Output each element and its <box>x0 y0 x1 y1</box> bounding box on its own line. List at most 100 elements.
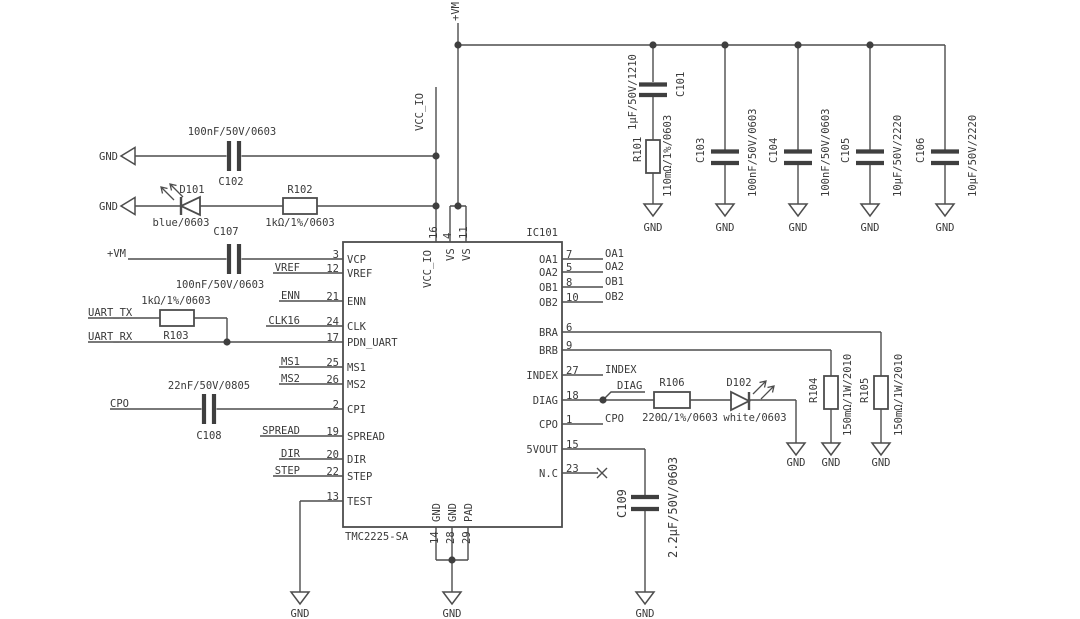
gnd-arrow-icon <box>787 203 809 218</box>
component-name: C105 <box>840 138 852 163</box>
junction-dot <box>448 556 456 564</box>
pin-number: 8 <box>566 277 572 289</box>
gnd-symbol: GND <box>634 591 656 619</box>
pin-number: 16 <box>428 226 440 239</box>
pin-name: CLK <box>347 321 367 333</box>
gnd-arrow-icon <box>934 203 956 218</box>
component-name: C102 <box>218 176 243 188</box>
gnd-arrow-icon <box>634 591 656 606</box>
pin-number: 24 <box>326 316 339 328</box>
pin-number: 28 <box>445 531 457 544</box>
pin-name: STEP <box>347 471 372 483</box>
gnd-arrow-icon <box>785 442 807 457</box>
component-value: white/0603 <box>723 412 786 424</box>
ic-refdes: IC101 <box>526 227 558 239</box>
component-name: R103 <box>163 330 188 342</box>
pin-name: MS2 <box>347 379 366 391</box>
junction-dot <box>721 41 729 49</box>
pin-name: INDEX <box>526 370 558 382</box>
gnd-arrow-icon <box>289 591 311 606</box>
pin-number: 23 <box>566 463 579 475</box>
component-value: 110mΩ/1%/0603 <box>662 115 674 197</box>
component-name: D102 <box>726 377 751 389</box>
junction-dot <box>794 41 802 49</box>
gnd-symbol: GND <box>99 146 136 166</box>
net-label-ms1: MS1 <box>281 356 300 368</box>
component-value: 150mΩ/1W/2010 <box>842 354 854 436</box>
pin-name: PAD <box>463 503 475 522</box>
component-value: 1kΩ/1%/0603 <box>141 295 211 307</box>
resistor-body <box>653 391 691 409</box>
pin-number: 7 <box>566 249 572 261</box>
net-label-dir: DIR <box>281 448 301 460</box>
capacitor-c108: 22nF/50V/0805 C108 <box>168 380 250 442</box>
pin-number: 1 <box>566 414 572 426</box>
resistor-body <box>159 309 195 327</box>
gnd-symbol: GND <box>714 203 736 234</box>
gnd-arrow-icon <box>119 196 136 216</box>
diode-triangle <box>730 390 752 412</box>
gnd-label: GND <box>787 457 806 469</box>
junction-dot <box>454 202 462 210</box>
gnd-arrow-icon <box>441 591 463 606</box>
pin-name: VCC_IO <box>422 250 434 288</box>
resistor-r105: R105 150mΩ/1W/2010 <box>859 354 905 436</box>
pin-name: GND <box>431 503 443 522</box>
resistor-r104: R104 150mΩ/1W/2010 <box>808 354 854 436</box>
pin-number: 2 <box>333 399 339 411</box>
wires <box>88 23 946 592</box>
pin-number: 20 <box>326 449 339 461</box>
capacitor-plates <box>931 149 959 166</box>
junction-dot <box>649 41 657 49</box>
capacitor-c104: C104 100nF/50V/0603 <box>768 108 832 197</box>
gnd-arrow-icon <box>642 203 664 218</box>
pin-number: 10 <box>566 292 579 304</box>
component-value: 1kΩ/1%/0603 <box>265 217 335 229</box>
diode-triangle <box>178 195 201 217</box>
pin-name: VS <box>461 248 473 261</box>
component-name: C101 <box>675 72 687 97</box>
component-value: blue/0603 <box>153 217 210 229</box>
ic-body <box>342 241 563 528</box>
pin-number: 4 <box>442 233 454 239</box>
pin-name: VS <box>445 248 457 261</box>
component-name: C103 <box>695 138 707 163</box>
junction-dot <box>432 202 440 210</box>
net-label-ms2: MS2 <box>281 373 300 385</box>
component-name: C104 <box>768 138 780 163</box>
pin-name: DIAG <box>533 395 558 407</box>
component-value: 10µF/50V/2220 <box>967 115 979 197</box>
pin-number: 18 <box>566 390 579 402</box>
component-value: 22nF/50V/0805 <box>168 380 250 392</box>
capacitor-c106: C106 10µF/50V/2220 <box>915 115 979 197</box>
component-value: 100nF/50V/0603 <box>820 108 832 197</box>
resistor-body <box>282 197 318 215</box>
gnd-label: GND <box>99 201 118 213</box>
gnd-label: GND <box>716 222 735 234</box>
net-label-step: STEP <box>275 465 300 477</box>
net-label-oa1: OA1 <box>605 248 624 260</box>
junction-dot <box>223 338 231 346</box>
pin-name: CPI <box>347 404 366 416</box>
gnd-label: GND <box>789 222 808 234</box>
resistor-r106: R106 220Ω/1%/0603 <box>642 377 718 424</box>
capacitor-c107: C107 100nF/50V/0603 <box>176 226 265 291</box>
pin-name: N.C <box>539 468 558 480</box>
net-label-cpo-left: CPO <box>110 398 129 410</box>
junction-dot <box>599 396 607 404</box>
junction-dot <box>432 152 440 160</box>
gnd-label: GND <box>936 222 955 234</box>
component-value: 100nF/50V/0603 <box>188 126 277 138</box>
component-value: 220Ω/1%/0603 <box>642 412 718 424</box>
component-name: C106 <box>915 138 927 163</box>
component-name: R105 <box>859 378 871 403</box>
pin-name: BRA <box>539 327 559 339</box>
ic-tmc2225: IC101 TMC2225-SA VCP VREF ENN CLK PDN_UA… <box>326 226 578 544</box>
component-name: C109 <box>615 489 629 518</box>
pin-number: 9 <box>566 340 572 352</box>
gnd-label: GND <box>822 457 841 469</box>
resistor-body <box>823 375 839 410</box>
gnd-symbol: GND <box>870 442 892 469</box>
pin-name: OB2 <box>539 297 558 309</box>
